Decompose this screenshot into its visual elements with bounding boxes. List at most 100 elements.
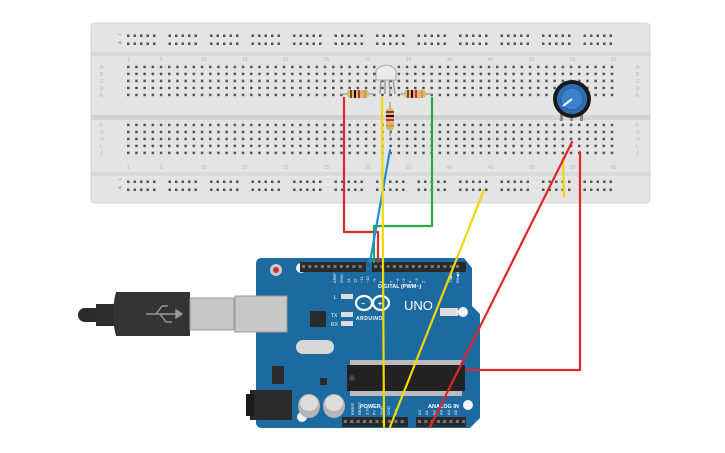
l-led (341, 294, 353, 299)
row-letter: G (636, 130, 640, 136)
row-letter: A (100, 65, 104, 71)
resistor-middle[interactable] (386, 102, 394, 136)
wire-yellow-rgb (380, 96, 386, 429)
pin-label: ~9 (372, 278, 377, 283)
breadboard-holes[interactable] (127, 34, 614, 192)
arduino-uno-board[interactable]: − + ARDUINO UNO DIGITAL (PWM~) ANALOG IN… (78, 258, 480, 428)
row-letter: D (100, 86, 104, 92)
pin-label: 13 (346, 278, 351, 283)
rx-led (341, 321, 353, 326)
row-letter: F (636, 123, 639, 129)
pin-label: A0 (417, 409, 422, 415)
row-letter: E (100, 93, 104, 99)
column-number: 1 (127, 165, 130, 171)
mount-hole (463, 400, 473, 410)
row-letter: D (636, 86, 640, 92)
row-letter: E (636, 93, 640, 99)
wires[interactable] (342, 96, 582, 429)
row-letter: J (100, 151, 103, 157)
pin-label: A2 (431, 409, 436, 415)
row-letter: A (636, 65, 640, 71)
column-number: 50 (529, 57, 535, 63)
svg-text:+: + (378, 301, 382, 308)
wire-red-pot-analog (428, 140, 574, 429)
analog-label: ANALOG IN (428, 404, 459, 410)
column-number: 10 (201, 57, 207, 63)
pin-label: 7 (388, 280, 393, 283)
column-number: 25 (324, 165, 330, 171)
column-number: 45 (488, 165, 494, 171)
pin-label: GND (339, 274, 344, 283)
wire-blue-rgb (368, 148, 392, 264)
pin-label: GND (386, 406, 391, 415)
model-label: UNO (404, 298, 433, 313)
pin-label: 12 (352, 278, 357, 283)
resistor-right[interactable] (400, 90, 432, 98)
row-letter: B (636, 72, 640, 78)
wire-yellow-pot (388, 188, 486, 429)
column-number: 1 (127, 57, 130, 63)
column-number: 25 (324, 57, 330, 63)
rail-plus-bottom: + (118, 185, 122, 192)
pin-label: ~10 (365, 275, 370, 283)
column-number: 15 (242, 57, 248, 63)
row-letter: H (100, 137, 104, 143)
row-letter: F (100, 123, 103, 129)
column-number: 35 (406, 57, 412, 63)
usb-connector (189, 297, 235, 331)
power-jack (250, 390, 292, 420)
digital-label: DIGITAL (PWM~) (378, 284, 422, 290)
rail-minus-bottom: − (118, 177, 122, 184)
pin-label: A4 (446, 409, 451, 415)
pin-label: ~3 (414, 278, 419, 283)
row-letter: I (100, 144, 101, 150)
resistor-left[interactable] (341, 90, 375, 98)
column-number: 10 (201, 165, 207, 171)
column-number: 50 (529, 165, 535, 171)
digital-header-left[interactable] (300, 262, 366, 272)
rx-label: RX (331, 322, 339, 328)
potentiometer[interactable] (553, 80, 591, 121)
column-number: 55 (570, 165, 576, 171)
pin-label: RESET (357, 401, 362, 415)
voltage-regulator (272, 366, 284, 384)
wire-red-pot-5v (464, 150, 582, 372)
pin-label: 8 (378, 280, 383, 283)
arduino-logo-icon (354, 294, 391, 312)
column-number: 30 (365, 57, 371, 63)
column-number: 55 (570, 57, 576, 63)
wire-red-rgb (342, 96, 380, 264)
svg-text:−: − (361, 301, 365, 308)
column-number: 60 (611, 57, 617, 63)
column-number: 5 (160, 165, 163, 171)
column-number: 40 (447, 57, 453, 63)
usb-icon (146, 305, 184, 323)
pin-label: ~6 (395, 278, 400, 283)
pin-label: ~5 (401, 278, 406, 283)
row-letter: C (636, 79, 640, 85)
analog-header[interactable] (416, 417, 466, 427)
pin-label: 3.3V (364, 406, 369, 415)
column-number: 20 (283, 57, 289, 63)
crystal-oscillator (296, 340, 334, 354)
reset-button[interactable] (273, 267, 279, 273)
row-letter: J (636, 151, 639, 157)
pin-label: GND (379, 406, 384, 415)
arduino-logo-text: ARDUINO (356, 316, 383, 322)
power-header[interactable] (342, 417, 408, 427)
pin-label: RX◀0 (455, 271, 460, 283)
row-letter: B (100, 72, 104, 78)
column-number: 35 (406, 165, 412, 171)
column-number: 45 (488, 57, 494, 63)
pin-label: AREF (332, 272, 337, 283)
wire-yellow-pot-short (561, 156, 566, 198)
column-number: 40 (447, 165, 453, 171)
pin-label: 4 (408, 280, 413, 283)
rgb-led[interactable] (375, 64, 397, 95)
rail-minus-top: − (118, 32, 122, 39)
row-letter: I (636, 144, 637, 150)
